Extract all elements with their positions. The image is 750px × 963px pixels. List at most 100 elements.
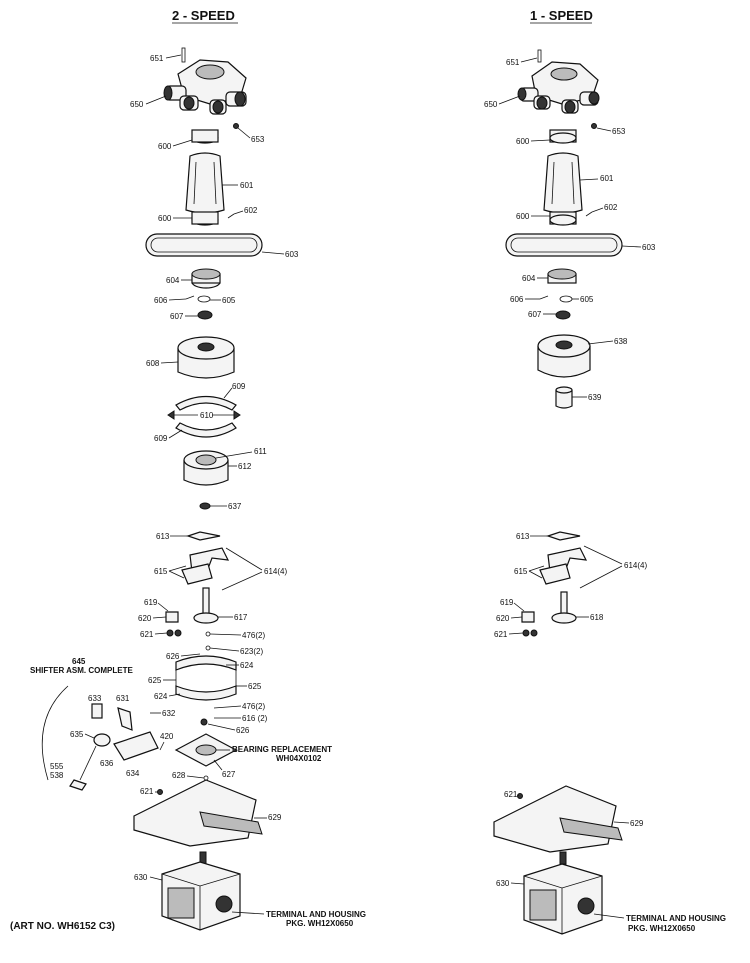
label-1spd-615: 615 xyxy=(514,567,528,576)
label-626b: 626 xyxy=(236,726,250,735)
label-1spd-651: 651 xyxy=(506,58,520,67)
two-speed-labels: 651 650 653 600 601 600 602 603 604 606 … xyxy=(50,54,299,882)
one-speed-header: 1 - SPEED xyxy=(530,8,593,23)
label-1spd-619: 619 xyxy=(500,598,514,607)
mounting-plate-part-1spd xyxy=(493,785,623,853)
label-611: 611 xyxy=(254,447,267,456)
terminal-part-number-2spd: PKG. WH12X0650 xyxy=(286,919,354,928)
label-1spd-653: 653 xyxy=(612,127,626,136)
label-651: 651 xyxy=(150,54,164,63)
drive-tube-part xyxy=(537,334,591,378)
label-1spd-638: 638 xyxy=(614,337,628,346)
label-555: 555 xyxy=(50,762,64,771)
label-1spd-613: 613 xyxy=(516,532,530,541)
label-613: 613 xyxy=(156,532,170,541)
one-speed-labels: 651 650 653 600 601 600 602 603 604 606 … xyxy=(484,57,656,888)
clutch-drum-part xyxy=(177,336,235,379)
label-617: 617 xyxy=(234,613,248,622)
hose-clamp-part xyxy=(191,129,219,144)
terminal-caption-2spd: TERMINAL AND HOUSING xyxy=(266,910,366,919)
label-1spd-604: 604 xyxy=(522,274,536,283)
label-603: 603 xyxy=(285,250,299,259)
pump-housing-part xyxy=(163,47,247,115)
label-634: 634 xyxy=(126,769,140,778)
label-1spd-607: 607 xyxy=(528,310,542,319)
label-600a: 600 xyxy=(158,142,172,151)
label-476b: 476(2) xyxy=(242,702,265,711)
label-619: 619 xyxy=(144,598,158,607)
label-624b: 624 xyxy=(154,692,168,701)
mounting-plate-part xyxy=(133,779,263,847)
label-612: 612 xyxy=(238,462,252,471)
two-speed-assembly xyxy=(41,47,263,931)
label-629: 629 xyxy=(268,813,282,822)
label-636: 636 xyxy=(100,759,114,768)
label-607: 607 xyxy=(170,312,184,321)
label-1spd-650: 650 xyxy=(484,100,498,109)
hose-clamp-part-lower xyxy=(191,211,219,226)
label-650: 650 xyxy=(130,100,144,109)
label-621: 621 xyxy=(140,630,154,639)
art-number: (ART NO. WH6152 C3) xyxy=(10,921,115,932)
motor-part xyxy=(161,851,241,931)
cam-part xyxy=(183,450,229,486)
label-600b: 600 xyxy=(158,214,172,223)
label-476a: 476(2) xyxy=(242,631,265,640)
label-601: 601 xyxy=(240,181,254,190)
label-1spd-603: 603 xyxy=(642,243,656,252)
terminal-part-number-1spd: PKG. WH12X0650 xyxy=(628,924,696,933)
label-420: 420 xyxy=(160,732,174,741)
terminal-caption-1spd: TERMINAL AND HOUSING xyxy=(626,914,726,923)
one-speed-assembly xyxy=(493,49,623,935)
label-1spd-600b: 600 xyxy=(516,212,530,221)
label-1spd-618: 618 xyxy=(590,613,604,622)
label-602: 602 xyxy=(244,206,258,215)
label-631: 631 xyxy=(116,694,130,703)
label-637: 637 xyxy=(228,502,242,511)
label-625a: 625 xyxy=(148,676,162,685)
label-1spd-621b: 621 xyxy=(504,790,518,799)
two-speed-captions: 645 SHIFTER ASM. COMPLETE BEARING REPLAC… xyxy=(30,657,366,928)
shifter-caption: SHIFTER ASM. COMPLETE xyxy=(30,666,133,675)
label-615: 615 xyxy=(154,567,168,576)
label-1spd-605: 605 xyxy=(580,295,594,304)
label-605: 605 xyxy=(222,296,236,305)
label-620: 620 xyxy=(138,614,152,623)
label-609a: 609 xyxy=(232,382,246,391)
label-1spd-614: 614(4) xyxy=(624,561,647,570)
motor-part-1spd xyxy=(523,851,603,935)
label-1spd-602: 602 xyxy=(604,203,618,212)
one-speed-captions: TERMINAL AND HOUSING PKG. WH12X0650 xyxy=(593,913,726,933)
label-1spd-600a: 600 xyxy=(516,137,530,146)
label-625b: 625 xyxy=(248,682,262,691)
label-633: 633 xyxy=(88,694,102,703)
label-626a: 626 xyxy=(166,652,180,661)
label-635: 635 xyxy=(70,730,84,739)
label-627: 627 xyxy=(222,770,236,779)
drive-belt-part xyxy=(145,233,263,257)
bearing-part-number: WH04X0102 xyxy=(276,754,322,763)
shifter-number: 645 xyxy=(72,657,86,666)
label-604: 604 xyxy=(166,276,180,285)
label-623: 623(2) xyxy=(240,647,263,656)
label-538: 538 xyxy=(50,771,64,780)
label-614: 614(4) xyxy=(264,567,287,576)
label-1spd-621: 621 xyxy=(494,630,508,639)
bearing-caption: BEARING REPLACEMENT xyxy=(232,745,332,754)
hose-part xyxy=(185,152,225,214)
label-624a: 624 xyxy=(240,661,254,670)
label-632: 632 xyxy=(162,709,176,718)
label-610: 610 xyxy=(200,411,214,420)
label-653: 653 xyxy=(251,135,265,144)
label-1spd-639: 639 xyxy=(588,393,602,402)
label-606: 606 xyxy=(154,296,168,305)
label-1spd-606: 606 xyxy=(510,295,524,304)
label-608: 608 xyxy=(146,359,160,368)
label-1spd-630: 630 xyxy=(496,879,510,888)
label-1spd-601: 601 xyxy=(600,174,614,183)
two-speed-header: 2 - SPEED xyxy=(172,8,235,23)
label-630: 630 xyxy=(134,873,148,882)
label-1spd-620: 620 xyxy=(496,614,510,623)
label-1spd-629: 629 xyxy=(630,819,644,828)
